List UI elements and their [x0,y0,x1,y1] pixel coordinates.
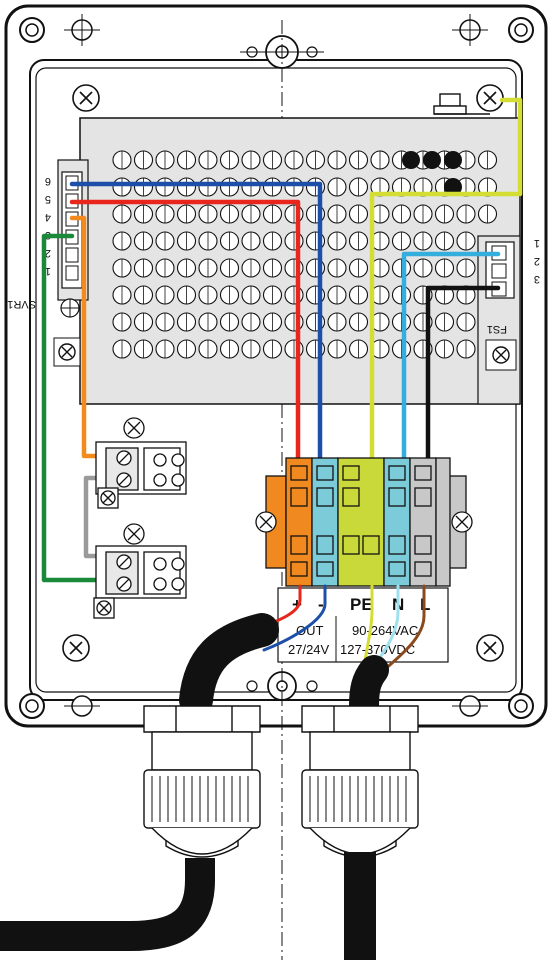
output-connector-upper [95,417,187,509]
wire-red [69,199,301,465]
label-plus: + [292,595,302,614]
terminal-n [383,457,411,587]
label-input-ac: 90-264VAC [352,623,418,638]
corner-screw-icon [19,17,534,719]
psu-left-num-4: 4 [45,211,51,223]
cable-gland-right [301,705,419,858]
output-connector-lower [93,523,187,619]
psu-left-num-1: 1 [45,265,51,277]
output-cable-exit [0,858,215,951]
terminal-block [255,457,473,587]
terminal-l [409,457,437,587]
terminal-pe [337,457,385,587]
psu-right-num-1: 1 [534,237,540,249]
cable-gland-left [143,705,261,858]
psu-left-num-5: 5 [45,193,51,205]
ground-bolt-icon [433,93,490,115]
wire-grey [83,475,103,559]
label-minus: - [318,595,324,614]
psu-component [402,151,420,169]
ventilation-holes [112,150,498,359]
wire-blue [69,181,323,465]
psu-right-num-3: 3 [534,273,540,285]
psu-left-num-2: 2 [45,247,51,259]
input-cable [349,655,389,721]
psu-component [444,151,462,169]
input-cable-exit [344,852,376,960]
mount-point-icon [64,14,488,717]
label-input-dc: 127-370VDC [340,642,415,657]
output-cable [179,613,279,717]
wire-orange [69,215,103,459]
terminal-minus [311,457,339,587]
wire-green [41,233,103,583]
psu-left-label: SVR1 [7,298,36,310]
wire-yellow [369,97,523,465]
wire-cyan [401,251,501,465]
psu-right-label: FS1 [487,323,507,335]
psu-right-num-2: 2 [534,255,540,267]
terminal-plus [285,457,313,587]
label-out: OUT [296,623,324,638]
wire-black [425,285,501,465]
wires [41,97,523,583]
label-out-voltage: 27/24V [288,642,330,657]
psu-left-terminal-strip [61,171,83,289]
label-pe: PE [350,595,373,614]
power-supply: 6 5 4 3 2 1 SVR1 1 2 3 FS1 [7,117,540,405]
psu-left-num-6: 6 [45,175,51,187]
psu-component [423,151,441,169]
plate-screw-icon [62,84,504,662]
psu-component [444,178,462,196]
